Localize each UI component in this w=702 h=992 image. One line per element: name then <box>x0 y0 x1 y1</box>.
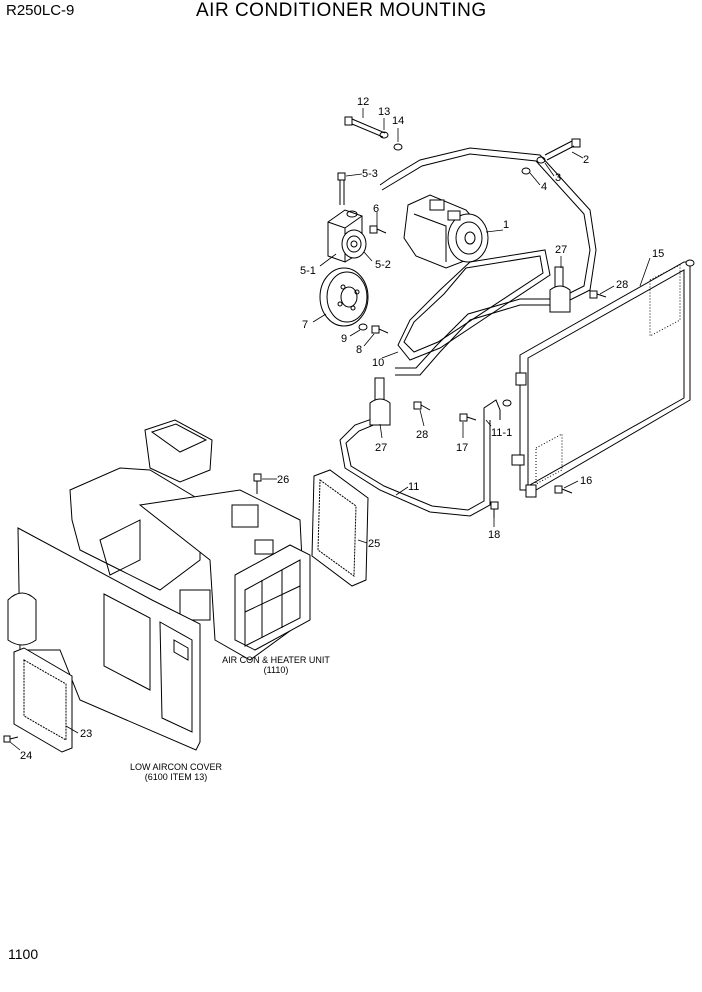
callout-15: 15 <box>652 248 664 260</box>
callout-13: 13 <box>378 106 390 118</box>
bolt-2 <box>544 138 581 161</box>
page-title: AIR CONDITIONER MOUNTING <box>196 0 487 21</box>
callout-27-upper: 27 <box>555 244 567 256</box>
callout-28-lower: 28 <box>416 429 428 441</box>
clamp-27-upper <box>549 266 571 313</box>
suction-hose-10 <box>379 147 597 376</box>
cover-caption-line2: (6100 ITEM 13) <box>145 772 208 782</box>
pipe-11-1 <box>483 399 512 420</box>
callout-1: 1 <box>503 219 509 231</box>
washer-9 <box>358 323 368 331</box>
v-belt <box>397 249 551 361</box>
leader-lines <box>9 108 651 751</box>
bolt-28-lower <box>413 401 431 411</box>
bolt-6 <box>369 225 387 234</box>
captions: AIR CON & HEATER UNIT (1110) LOW AIRCON … <box>130 655 330 782</box>
callout-17: 17 <box>456 442 468 454</box>
bolt-5-3 <box>337 172 346 205</box>
bolt-18 <box>490 501 499 518</box>
callout-11: 11 <box>408 481 419 493</box>
callout-6: 6 <box>373 203 379 215</box>
callout-5-3: 5-3 <box>362 168 378 180</box>
bolt-12 <box>344 116 386 138</box>
clamp-27-lower <box>369 377 391 426</box>
suction-hose-10-inner <box>381 153 591 369</box>
hose-11-inner <box>345 420 485 511</box>
model-code: R250LC-9 <box>6 2 75 19</box>
callout-5-1: 5-1 <box>300 265 316 277</box>
callout-27-lower: 27 <box>375 442 387 454</box>
compressor-1 <box>403 194 489 269</box>
v-belt-inner <box>403 255 544 353</box>
callout-16: 16 <box>580 475 592 487</box>
aircon-unit-caption-line1: AIR CON & HEATER UNIT <box>222 655 330 665</box>
callout-10: 10 <box>372 357 384 369</box>
aircon-unit-caption-line2: (1110) <box>264 665 289 675</box>
callout-2: 2 <box>583 154 589 166</box>
washer-13 <box>379 131 389 139</box>
callout-4: 4 <box>541 181 547 193</box>
washer-3 <box>536 156 546 164</box>
condenser-15 <box>511 259 695 498</box>
idler-pulley-7 <box>319 267 369 327</box>
bolt-28-upper <box>589 290 607 299</box>
pulley-5-2 <box>341 229 367 259</box>
grill-23 <box>13 647 73 753</box>
callout-26: 26 <box>277 474 289 486</box>
callout-24: 24 <box>20 750 32 762</box>
aircon-heater-unit <box>69 419 311 661</box>
callout-23: 23 <box>80 728 92 740</box>
callout-7: 7 <box>302 319 308 331</box>
bolt-8 <box>371 325 389 334</box>
filter-25 <box>311 469 369 587</box>
callout-18: 18 <box>488 529 500 541</box>
hose-11 <box>339 414 491 517</box>
cover-caption-line1: LOW AIRCON COVER <box>130 762 223 772</box>
callout-5-2: 5-2 <box>375 259 391 271</box>
callout-labels: 12 13 14 2 3 4 5-3 6 1 5-1 5-2 7 9 8 10 … <box>20 96 664 762</box>
callout-3: 3 <box>555 172 561 184</box>
screw-24 <box>3 735 19 743</box>
callout-12: 12 <box>357 96 369 108</box>
callout-25: 25 <box>368 538 380 550</box>
callout-28-upper: 28 <box>616 279 628 291</box>
callout-14: 14 <box>392 115 404 127</box>
bolt-17 <box>459 413 477 422</box>
washer-4 <box>521 167 531 175</box>
low-aircon-cover <box>7 527 201 751</box>
callout-9: 9 <box>341 333 347 345</box>
callout-8: 8 <box>356 344 362 356</box>
page-number: 1100 <box>8 946 39 962</box>
callout-11-1: 11-1 <box>491 427 512 439</box>
bolt-26 <box>253 473 262 494</box>
bolt-16 <box>554 485 573 494</box>
washer-14 <box>393 143 403 151</box>
